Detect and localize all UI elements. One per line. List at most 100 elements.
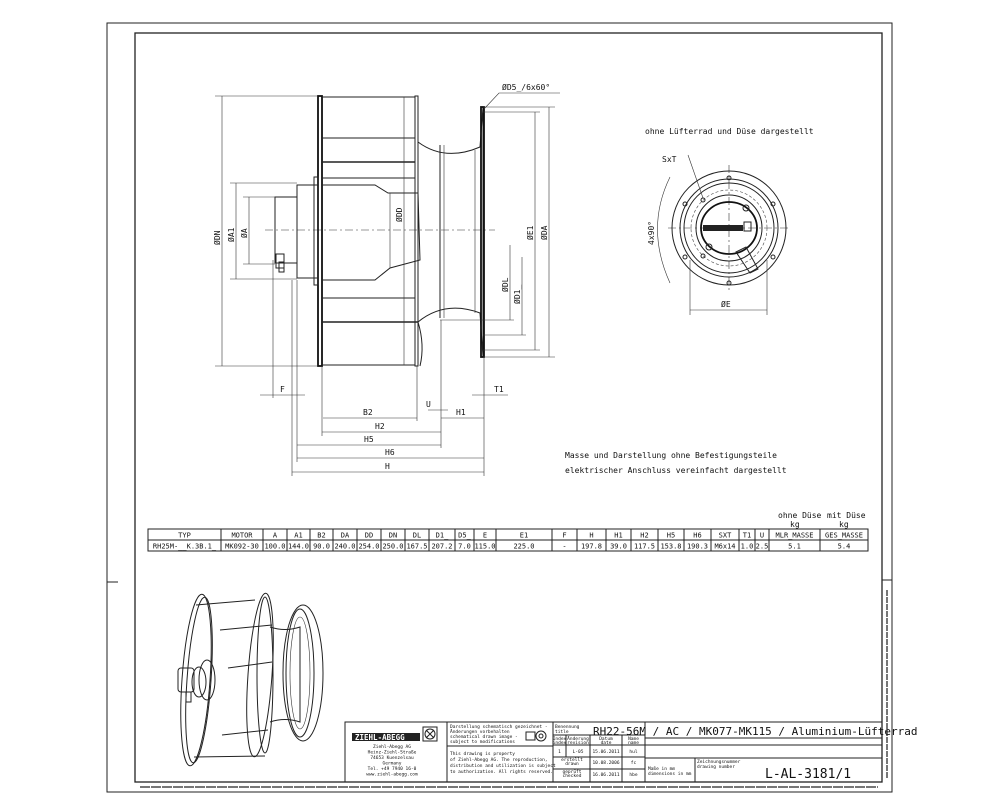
units-label: Maße in mm [648, 766, 675, 772]
ziehl-abegg-logo: ZIEHL-ABEGG [352, 726, 438, 742]
inner-frame [134, 32, 883, 783]
address-line: Germany [383, 761, 402, 767]
address-line: 74653 Kuenzelsau [370, 755, 414, 761]
table-header: H6 [693, 532, 701, 540]
table-header: DN [389, 532, 397, 540]
table-cell: 100.0 [264, 543, 285, 551]
table-cell: 240.0 [334, 543, 355, 551]
table-cell: 207.2 [431, 543, 452, 551]
table-cell: 190.3 [687, 543, 708, 551]
label-h6: H6 [385, 448, 395, 457]
front-view: ohne Lüfterrad und Düse dargestellt SxT … [645, 127, 814, 315]
address-line: Ziehl-Abegg AG [373, 744, 411, 750]
revision-header-en: revision [567, 740, 589, 746]
label-dn: ØDN [212, 230, 222, 245]
created-label: erstellt [561, 757, 583, 763]
table-header: D5_ [458, 532, 471, 540]
revision-header: Index [553, 736, 567, 742]
mass-unit-with: kg [839, 520, 849, 529]
schematic-note-line: Änderungen vorbehalten [450, 728, 510, 735]
table-header: DA [341, 532, 350, 540]
revision-header-en: index [553, 740, 567, 746]
drawing-number-label-en: drawing number [697, 764, 735, 770]
svg-text:ZIEHL-ABEGG: ZIEHL-ABEGG [355, 733, 405, 742]
table-cell: - [562, 543, 566, 551]
table-header: MOTOR [231, 532, 253, 540]
label-e: ØE [721, 299, 731, 309]
property-note-line: of Ziehl-Abegg AG. The reproduction, [450, 757, 548, 763]
table-cell: 250.0 [382, 543, 403, 551]
mass-unit-without: kg [790, 520, 800, 529]
label-a: ØA [239, 228, 249, 238]
table-cell: RH25M-__K.3B.1_ [153, 543, 217, 551]
table-cell: 7.0 [458, 543, 471, 551]
mass-header-without: ohne Düse [778, 511, 822, 520]
revision-header-en: name [628, 741, 639, 746]
drawing-number-label: Zeichnungsnummer [697, 759, 741, 765]
table-cell: 90.0 [313, 543, 330, 551]
checked-label-en: checked [563, 773, 582, 779]
checked-name: hbe [629, 772, 637, 778]
table-cell: 167.5 [406, 543, 427, 551]
schematic-note-line: Darstellung schematisch gezeichnet - [450, 724, 548, 730]
revision-header: Name [628, 736, 639, 742]
property-note-line: to authorization. All rights reserved. [450, 769, 553, 775]
table-cell: 197.8 [581, 543, 602, 551]
label-f: F [280, 385, 285, 394]
label-a1: ØA1 [226, 227, 236, 242]
created-name: fc [631, 760, 637, 766]
note-1: Masse und Darstellung ohne Befestigungst… [565, 451, 777, 460]
table-cell: 39.0 [610, 543, 627, 551]
label-dd: ØDD [394, 207, 404, 222]
label-sxt: SxT [662, 155, 677, 164]
created-date: 10.08.2006 [592, 760, 619, 766]
table-cell: 2.5 [756, 543, 769, 551]
revision-header-en: date [601, 740, 612, 746]
view-note: ohne Lüfterrad und Düse dargestellt [645, 127, 814, 136]
table-cell: 254.0 [358, 543, 379, 551]
label-d5: ØD5_/6x60° [502, 82, 550, 92]
table-header: DD [365, 532, 373, 540]
table-header: TYP [178, 532, 191, 540]
drawing-title: RH22-56M / AC / MK077-MK115 / Aluminium-… [593, 725, 918, 738]
label-angle: 4x90° [647, 221, 656, 245]
table-header: H1 [614, 532, 622, 540]
table-cell: 5.4 [838, 543, 851, 551]
title-label-en: title [555, 729, 569, 735]
title-label: Benennung [555, 724, 580, 730]
table-cell: 115.0 [474, 543, 495, 551]
revision-header: Änderung [567, 735, 589, 742]
label-u: U [426, 400, 431, 409]
label-h: H [385, 462, 390, 471]
address-line: Tel. +49 7940 16-0 [368, 766, 417, 772]
checked-date: 16.06.2011 [592, 772, 619, 778]
outer-frame [106, 22, 893, 793]
table-header: MLR_MASSE [776, 532, 814, 540]
table-header: B2 [317, 532, 325, 540]
table-cell: 5.1 [788, 543, 801, 551]
table-cell: 153.8 [660, 543, 681, 551]
schematic-note-line: schematical drawn image - [450, 734, 518, 740]
units-label-en: dimensions in mm [648, 771, 692, 777]
table-header: SXT [719, 532, 732, 540]
title-block: ZIEHL-ABEGG Ziehl-Abegg AGHeinz-Ziehl-St… [344, 721, 918, 783]
label-da: ØDA [539, 225, 549, 240]
property-note-line: This drawing is property [450, 751, 515, 757]
label-d1: ØD1_ [512, 285, 522, 304]
table-header: E [483, 532, 487, 540]
revision-cell: 1 [558, 749, 561, 755]
table-header: D1_ [436, 532, 449, 540]
label-h2: H2 [375, 422, 385, 431]
drawing-number: L-AL-3181/1 [765, 767, 851, 782]
label-e1: ØE1 [525, 225, 535, 240]
table-cell: 1.0 [741, 543, 754, 551]
label-b2: B2 [363, 408, 373, 417]
table-header: H5 [667, 532, 675, 540]
modify-icon [525, 730, 547, 742]
table-header: U [760, 532, 764, 540]
mass-header-with: mit Düse [827, 511, 866, 520]
spec-table: ohne Düse kg mit Düse kg TYP RH25M-__K.3B… [147, 511, 869, 552]
table-header: GES_MASSE [825, 532, 863, 540]
table-header: F [562, 532, 566, 540]
note-2: elektrischer Anschluss vereinfacht darge… [565, 466, 787, 475]
